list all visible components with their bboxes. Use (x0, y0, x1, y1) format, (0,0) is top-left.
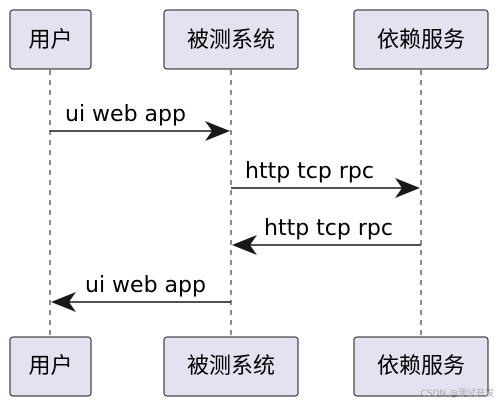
participant-bottom-system-under-test: 被测系统 (163, 336, 299, 397)
participant-top-system-under-test-label: 被测系统 (187, 28, 275, 53)
participant-bottom-dependency-service-label: 依赖服务 (377, 354, 465, 379)
message-1-label: ui web app (65, 102, 186, 127)
message-2-label: http tcp rpc (245, 159, 374, 184)
message-2-arrowhead (395, 178, 420, 198)
message-3-arrowhead (232, 235, 257, 255)
participant-bottom-dependency-service: 依赖服务 (353, 336, 489, 397)
message-3: http tcp rpc (232, 216, 421, 255)
message-1-arrowhead (205, 121, 230, 141)
participant-bottom-user-label: 用户 (28, 354, 72, 379)
watermark: CSDN @测试开发 (420, 389, 494, 399)
participant-top-system-under-test: 被测系统 (163, 9, 299, 70)
message-4: ui web app (51, 273, 231, 312)
message-3-label: http tcp rpc (264, 216, 393, 241)
message-1: ui web app (50, 102, 230, 141)
message-4-arrowhead (51, 292, 76, 312)
participant-bottom-system-under-test-label: 被测系统 (187, 354, 275, 379)
participant-top-user: 用户 (9, 9, 92, 70)
message-2: http tcp rpc (231, 159, 420, 198)
participant-top-dependency-service-label: 依赖服务 (377, 28, 465, 53)
participant-top-dependency-service: 依赖服务 (353, 9, 489, 70)
participant-bottom-user: 用户 (9, 336, 92, 397)
participant-top-user-label: 用户 (28, 28, 72, 53)
message-4-label: ui web app (85, 273, 206, 298)
